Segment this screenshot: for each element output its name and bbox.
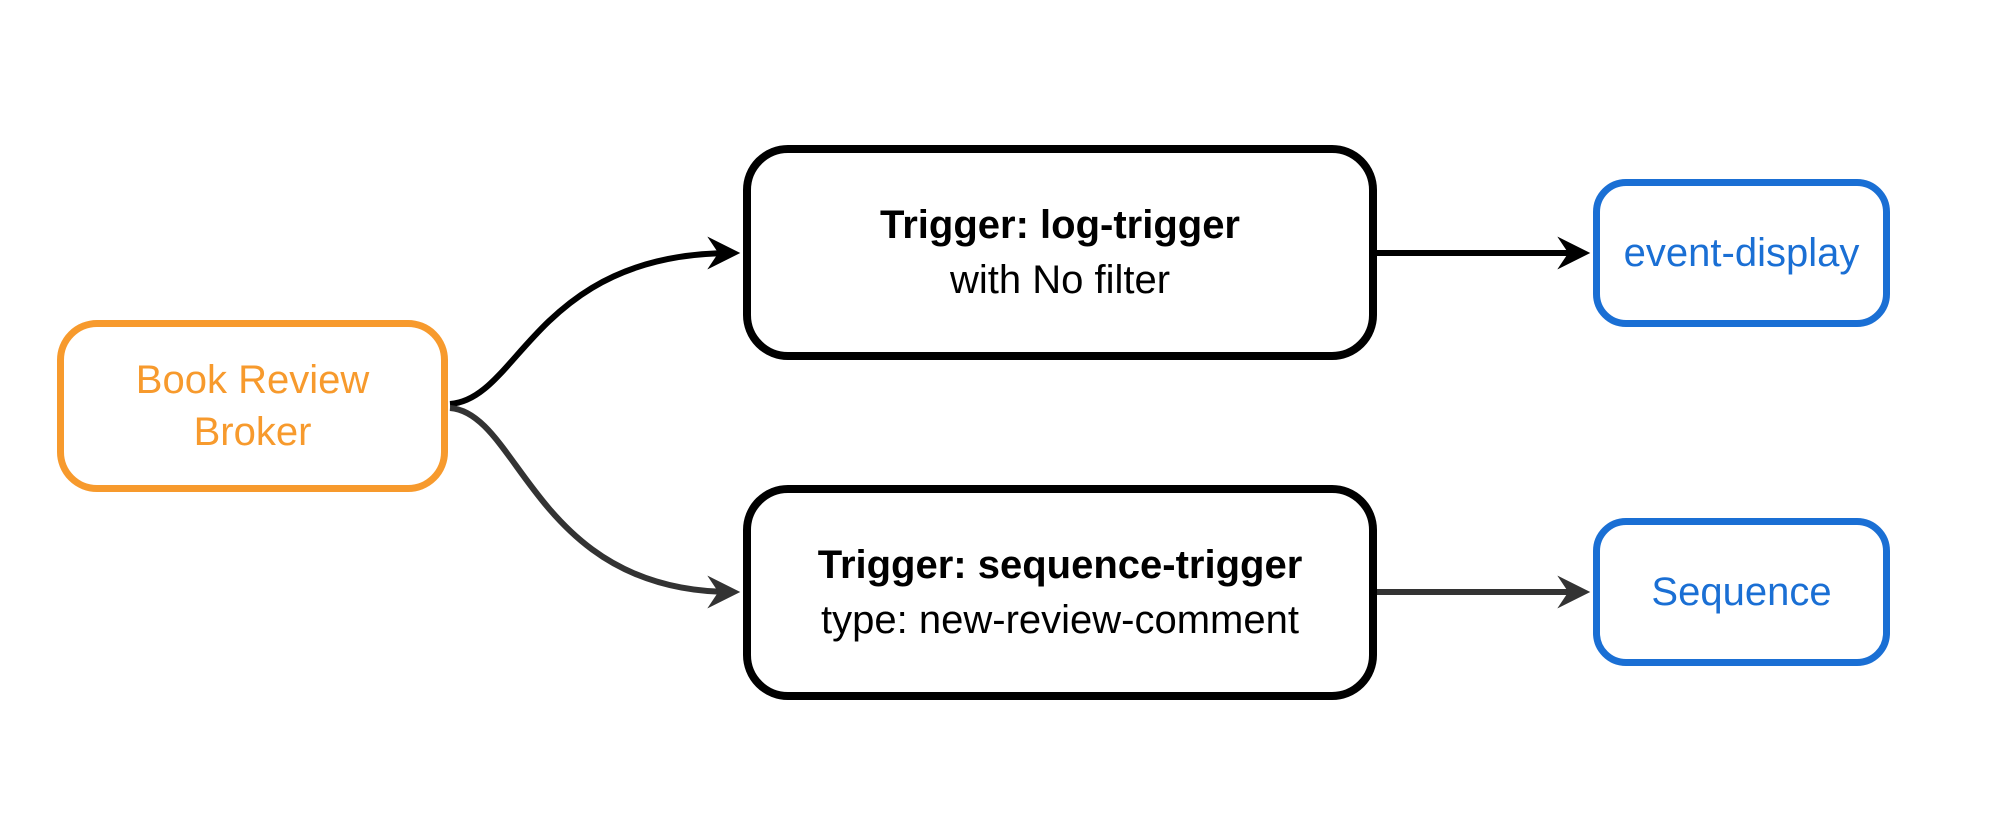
event-display-label: event-display	[1623, 230, 1860, 275]
edge-broker-to-sequence-trigger	[449, 405, 741, 609]
node-sequence-trigger: Trigger: sequence-trigger type: new-revi…	[743, 485, 1377, 700]
log-trigger-subtitle: with No filter	[949, 257, 1171, 302]
node-event-display: event-display	[1593, 179, 1890, 327]
node-sequence: Sequence	[1593, 518, 1890, 666]
broker-label-line1: Book Review	[135, 358, 370, 402]
sequence-trigger-title: Trigger: sequence-trigger	[817, 542, 1303, 587]
broker-label-line2: Broker	[193, 410, 312, 454]
sequence-trigger-subtitle: type: new-review-comment	[821, 597, 1299, 642]
log-trigger-title: Trigger: log-trigger	[880, 202, 1240, 247]
node-broker: Book Review Broker	[57, 320, 448, 492]
sequence-label: Sequence	[1651, 569, 1832, 614]
edge-broker-to-log-trigger	[449, 236, 741, 407]
node-log-trigger: Trigger: log-trigger with No filter	[743, 145, 1377, 360]
